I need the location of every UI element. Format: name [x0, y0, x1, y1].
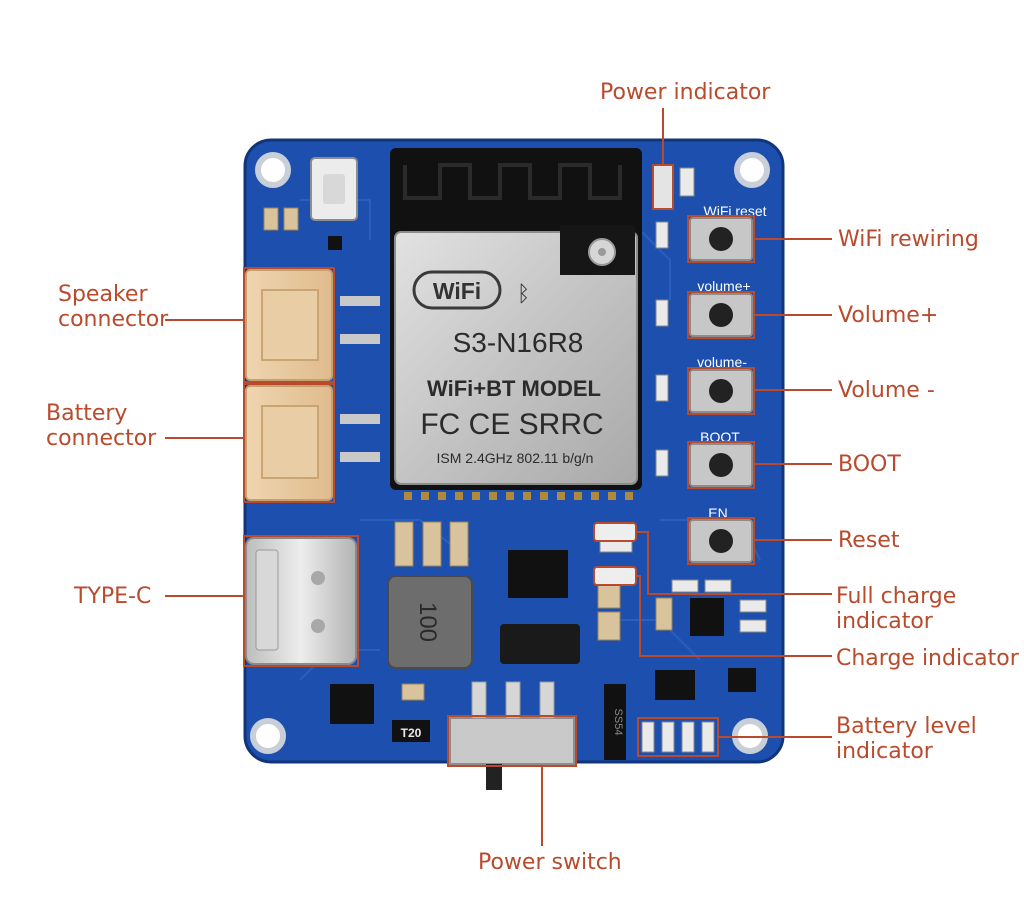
module-wifi-logo: WiFi [433, 278, 481, 304]
module-model-text: S3-N16R8 [453, 327, 584, 358]
label-reset: Reset [838, 528, 900, 553]
silk-volume-plus: volume+ [697, 278, 750, 294]
label-type-c: TYPE-C [74, 584, 152, 609]
diode-marking: SS54 [612, 709, 624, 736]
label-full-charge-line2: indicator [836, 609, 933, 634]
transistor [728, 668, 756, 692]
label-speaker-line2: connector [58, 307, 169, 332]
inductor [387, 575, 473, 669]
module-freq-text: ISM 2.4GHz 802.11 b/g/n [437, 450, 594, 466]
charger-ic [508, 550, 568, 598]
charge-led [593, 566, 637, 586]
module-pins [404, 492, 633, 500]
diode [604, 684, 626, 760]
label-wifi-rewiring: WiFi rewiring [838, 227, 979, 252]
label-volume-plus: Volume+ [838, 303, 939, 328]
label-boot: BOOT [838, 452, 901, 477]
label-volume-minus: Volume - [838, 378, 935, 403]
passive-components [263, 167, 767, 701]
chip-t20-marking: T20 [401, 726, 422, 740]
module-bt-text: WiFi+BT MODEL [427, 376, 601, 401]
module-cert-text: FC CE SRRC [420, 408, 603, 441]
buttons [689, 217, 753, 563]
silk-volume-minus: volume- [697, 354, 747, 370]
battery-connector-highlight [243, 383, 335, 503]
label-full-charge-line1: Full charge [836, 584, 957, 609]
battery-level-leds [641, 721, 715, 753]
regulator-ic [330, 684, 374, 724]
label-battery-line1: Battery [46, 401, 128, 426]
label-power-indicator: Power indicator [600, 80, 771, 105]
type-c-highlight [243, 535, 359, 667]
power-indicator-led [652, 164, 674, 210]
speaker-connector-highlight [243, 267, 335, 383]
inductor-marking: 100 [414, 602, 441, 642]
label-battery-line2: connector [46, 426, 157, 451]
label-power-switch: Power switch [478, 850, 622, 875]
label-speaker-line1: Speaker [58, 282, 148, 307]
label-battery-level-line1: Battery level [836, 714, 977, 739]
label-battery-level-line2: indicator [836, 739, 933, 764]
label-charge-indicator: Charge indicator [836, 646, 1019, 671]
battery-ic [690, 598, 724, 636]
chip-t20 [392, 720, 430, 742]
leader-lines [165, 108, 832, 846]
power-switch [449, 717, 575, 765]
svg-text:ᛒ: ᛒ [517, 282, 530, 307]
power-switch-highlight [447, 715, 577, 767]
full-charge-led [593, 522, 637, 542]
